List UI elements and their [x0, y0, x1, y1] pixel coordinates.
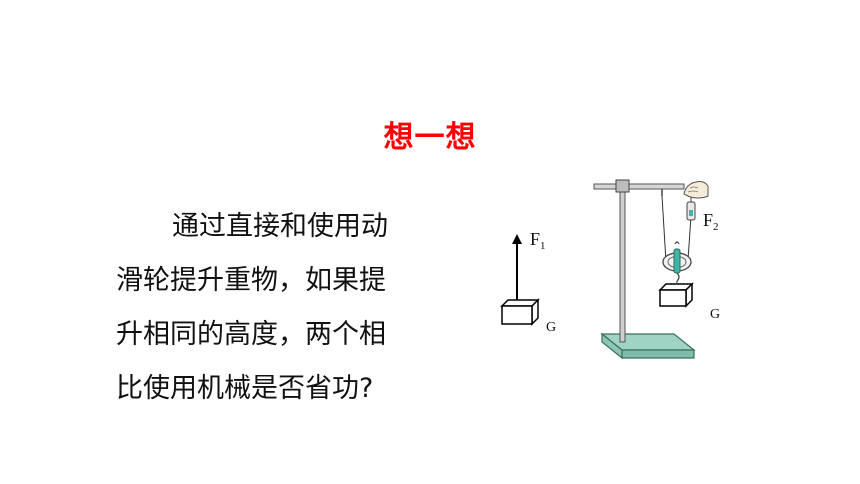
paragraph-line-3: 升相同的高度，两个相	[116, 319, 386, 350]
weight-block	[500, 298, 540, 326]
rod-clamp	[615, 179, 630, 193]
spring-scale	[686, 194, 696, 221]
weight-label-g-right: G	[710, 307, 721, 322]
direct-lift-figure	[500, 234, 540, 326]
movable-pulley	[662, 241, 692, 282]
stand-rod	[619, 181, 626, 343]
hand-icon	[683, 181, 709, 199]
weight-block-pulley	[658, 281, 694, 308]
paragraph-line-4: 比使用机械是否省功?	[116, 373, 374, 404]
page-title: 想一想	[383, 120, 477, 155]
rope-left	[661, 195, 667, 263]
stand-arm	[593, 183, 685, 190]
force-label-f2: F2	[703, 210, 719, 233]
paragraph-line-2: 滑轮提升重物，如果提	[116, 265, 386, 296]
paragraph-line-1: 通过直接和使用动	[172, 211, 388, 242]
rope-right	[687, 215, 692, 261]
weight-label-g-left: G	[546, 320, 557, 335]
force-arrow-f1	[512, 234, 522, 300]
movable-pulley-apparatus	[593, 179, 709, 360]
force-label-f1: F1	[530, 229, 546, 252]
question-paragraph: 通过直接和使用动 滑轮提升重物，如果提 升相同的高度，两个相 比使用机械是否省功…	[116, 200, 416, 416]
stand-base	[600, 332, 696, 360]
